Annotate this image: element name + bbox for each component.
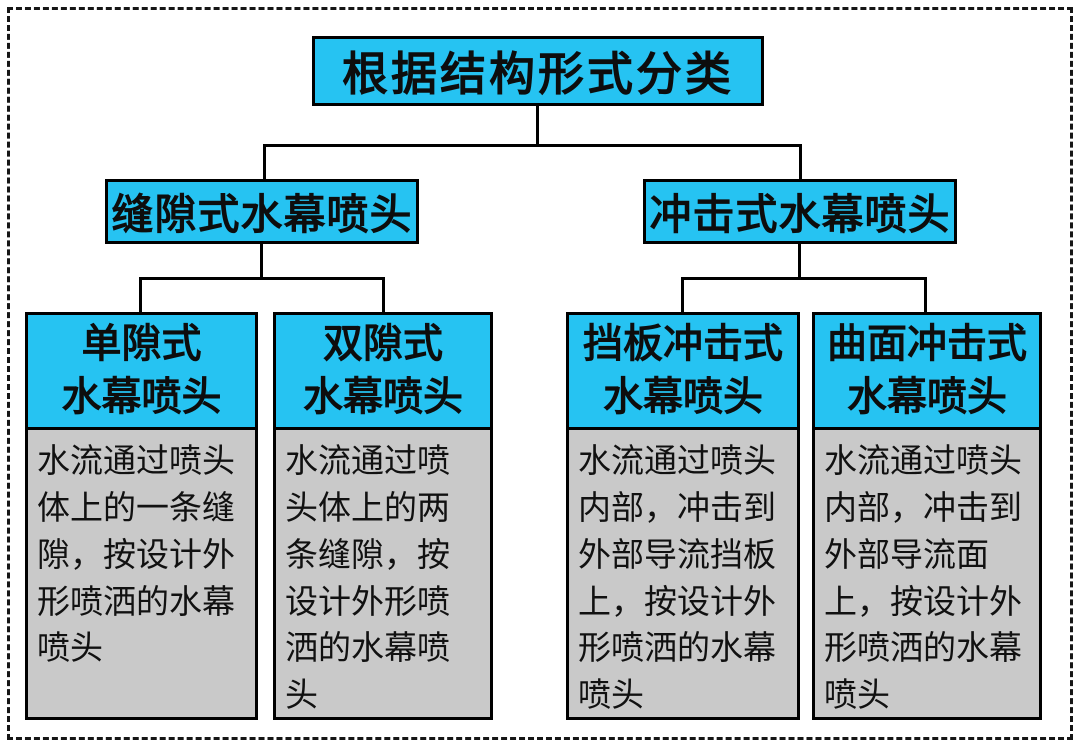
leaf-title-line1: 曲面冲击式: [827, 321, 1027, 366]
leaf-description: 水流通过喷头体上的一条缝隙，按设计外形喷洒的水幕喷头: [37, 442, 235, 667]
connector-level1-horizontal: [263, 144, 802, 147]
leaf-header: 单隙式 水幕喷头: [28, 315, 255, 430]
leaf-description: 水流通过喷头内部，冲击到外部导流挡板上，按设计外形喷洒的水幕喷头: [578, 442, 776, 714]
leaf-node-double-slit: 双隙式 水幕喷头 水流通过喷头体上的两条缝隙，按设计外形喷洒的水幕喷头: [273, 312, 493, 720]
connector-branch-left-in: [263, 144, 266, 181]
leaf-title-line1: 挡板冲击式: [583, 321, 783, 366]
leaf-header: 挡板冲击式 水幕喷头: [569, 315, 797, 430]
branch-node-label: 冲击式水幕喷头: [649, 191, 951, 238]
connector-root-down: [536, 105, 539, 147]
leaf-title-line2: 水幕喷头: [603, 375, 763, 419]
connector-level2-right-horizontal: [681, 277, 927, 280]
branch-node-label: 缝隙式水幕喷头: [111, 191, 413, 238]
leaf-description: 水流通过喷头体上的两条缝隙，按设计外形喷洒的水幕喷头: [285, 442, 450, 714]
leaf-title-line2: 水幕喷头: [847, 375, 1007, 419]
leaf-node-baffle-impact: 挡板冲击式 水幕喷头 水流通过喷头内部，冲击到外部导流挡板上，按设计外形喷洒的水…: [566, 312, 800, 720]
root-node-label: 根据结构形式分类: [342, 48, 734, 100]
connector-leaf4-in: [924, 277, 927, 314]
connector-level2-left-horizontal: [139, 277, 385, 280]
connector-leaf3-in: [681, 277, 684, 314]
leaf-description: 水流通过喷头内部，冲击到外部导流面上，按设计外形喷洒的水幕喷头: [824, 442, 1022, 714]
leaf-title-line1: 双隙式: [323, 321, 443, 366]
connector-leaf1-in: [139, 277, 142, 314]
root-node-classification-title: 根据结构形式分类: [312, 36, 764, 106]
connector-branch-right-down: [798, 242, 801, 280]
branch-node-slit-type: 缝隙式水幕喷头: [105, 179, 419, 244]
leaf-header: 双隙式 水幕喷头: [276, 315, 490, 430]
branch-node-impact-type: 冲击式水幕喷头: [643, 179, 957, 244]
connector-branch-left-down: [260, 242, 263, 280]
connector-branch-right-in: [799, 144, 802, 181]
leaf-title-line1: 单隙式: [81, 321, 202, 366]
connector-leaf2-in: [382, 277, 385, 314]
leaf-node-curved-impact: 曲面冲击式 水幕喷头 水流通过喷头内部，冲击到外部导流面上，按设计外形喷洒的水幕…: [812, 312, 1042, 720]
leaf-header: 曲面冲击式 水幕喷头: [815, 315, 1039, 430]
leaf-node-single-slit: 单隙式 水幕喷头 水流通过喷头体上的一条缝隙，按设计外形喷洒的水幕喷头: [25, 312, 258, 720]
leaf-title-line2: 水幕喷头: [303, 375, 463, 419]
leaf-title-line2: 水幕喷头: [61, 375, 222, 419]
